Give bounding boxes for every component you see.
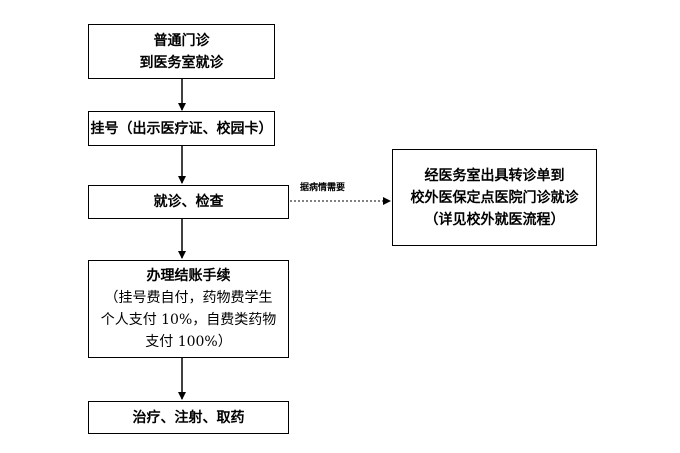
node-treatment: 治疗、注射、取药	[88, 401, 289, 434]
node-checkout-line1: （挂号费自付，药物费学生	[104, 290, 273, 306]
node-consult-text: 就诊、检查	[153, 194, 224, 210]
edge-label-consult-to-referral: 据病情需要	[300, 183, 346, 193]
node-checkout: 办理结账手续 （挂号费自付，药物费学生 个人支付 10%，自费类药物 支付 10…	[88, 260, 289, 358]
node-checkout-line3: 支付 100%）	[145, 334, 232, 350]
node-register: 挂号（出示医疗证、校园卡）	[88, 111, 275, 146]
node-referral: 经医务室出具转诊单到 校外医保定点医院门诊就诊 （详见校外就医流程）	[392, 149, 597, 246]
node-referral-line3: （详见校外就医流程）	[424, 211, 565, 228]
node-referral-line2: 校外医保定点医院门诊就诊	[410, 189, 579, 206]
node-referral-line1: 经医务室出具转诊单到	[424, 167, 565, 184]
node-outpatient: 普通门诊 到医务室就诊	[88, 24, 275, 79]
node-outpatient-line1: 普通门诊	[153, 32, 210, 49]
node-outpatient-line2: 到医务室就诊	[139, 54, 224, 71]
node-consult: 就诊、检查	[88, 185, 289, 219]
node-register-text: 挂号（出示医疗证、校园卡）	[90, 120, 273, 137]
node-treatment-text: 治疗、注射、取药	[132, 409, 245, 426]
node-checkout-title: 办理结账手续	[146, 268, 231, 284]
node-checkout-line2: 个人支付 10%，自费类药物	[100, 312, 277, 328]
